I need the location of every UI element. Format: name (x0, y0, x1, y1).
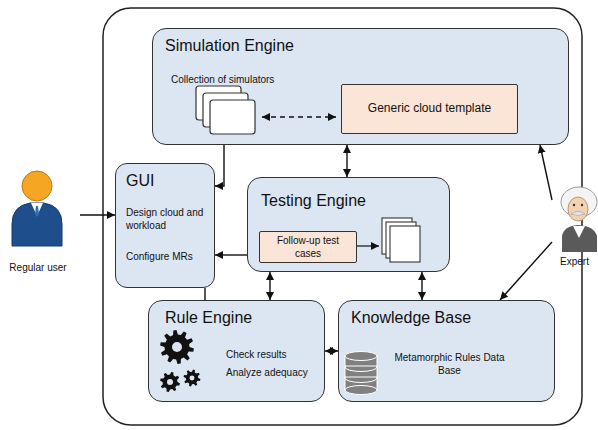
box-text: Check results (226, 348, 287, 361)
connector (80, 214, 115, 215)
test-case-pages-icon (382, 218, 420, 262)
connector (540, 145, 552, 200)
box-text: Follow-up test cases (263, 234, 353, 260)
connector (421, 272, 422, 300)
dashed-double-arrow (262, 116, 336, 117)
gear-shape (160, 330, 194, 364)
box-title: Testing Engine (261, 191, 366, 212)
database-icon (345, 352, 377, 395)
connector (325, 350, 338, 351)
connector (500, 242, 552, 300)
connector (346, 145, 347, 177)
user-icon (12, 171, 62, 246)
box-title: Simulation Engine (165, 36, 294, 57)
icon-caption: Collection of simulators (171, 73, 274, 86)
simulator-stack-icon (196, 86, 255, 134)
template-box: Generic cloud template (341, 84, 518, 134)
expert-icon (561, 187, 597, 252)
box-title: Knowledge Base (351, 308, 471, 329)
system-frame (103, 8, 582, 425)
connector (215, 145, 224, 186)
box-text: Analyze adequacy (226, 366, 308, 379)
connector (204, 288, 205, 300)
test-case-box: Follow-up test cases (259, 231, 357, 263)
actor-label: Expert (552, 255, 597, 268)
box-title: Rule Engine (165, 308, 252, 329)
gear-shape (184, 370, 201, 387)
box-text: Design cloud and workload (126, 206, 210, 232)
gear-shape (160, 372, 180, 392)
box-text: Configure MRs (126, 250, 210, 263)
box-title: GUI (126, 171, 154, 192)
box-text: Metamorphic Rules Data Base (387, 351, 512, 377)
gui-box: GUI Design cloud and workloadConfigure MR… (115, 163, 215, 288)
box-text: Generic cloud template (350, 101, 510, 117)
test-case-arrow (357, 245, 379, 246)
connector (215, 254, 247, 255)
gears-icon (160, 330, 200, 392)
connector (269, 272, 270, 300)
actor-label: Regular user (2, 261, 74, 274)
